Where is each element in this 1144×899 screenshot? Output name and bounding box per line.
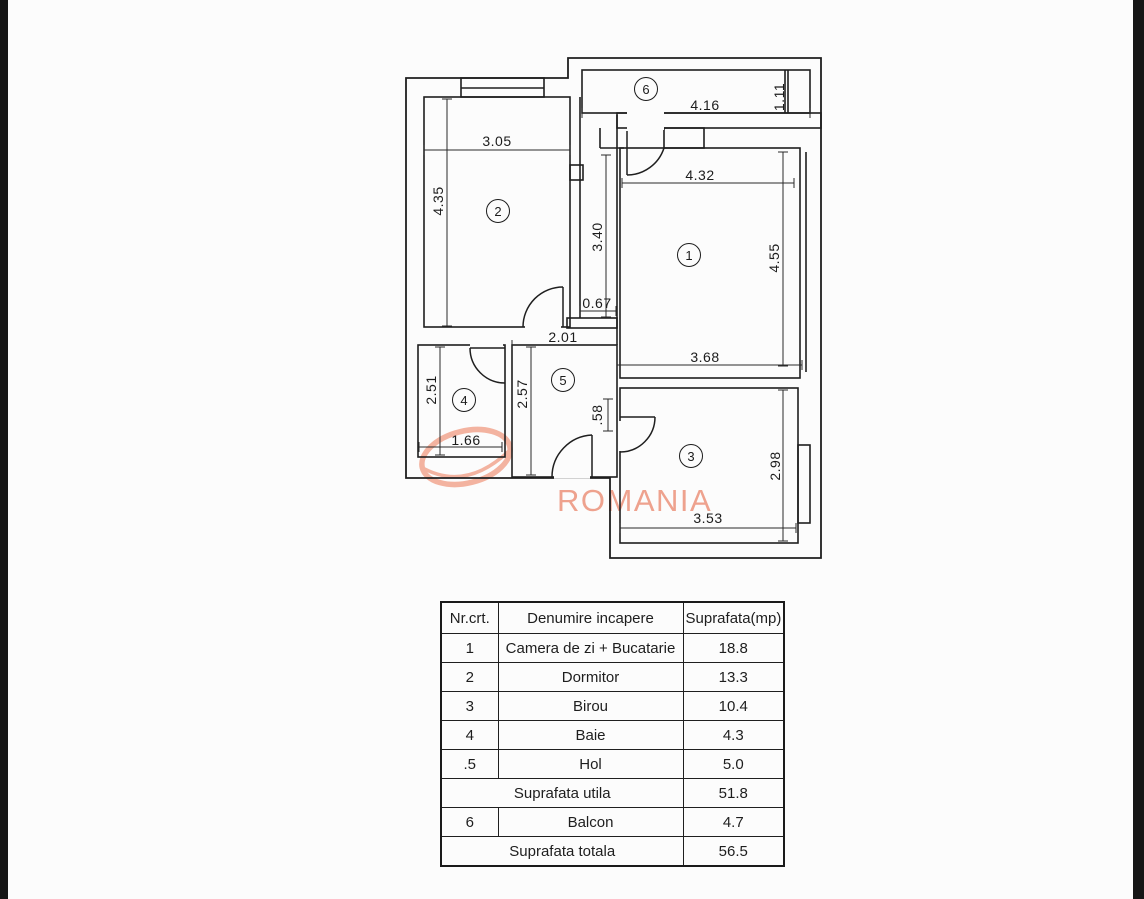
row-area: 18.8	[682, 633, 785, 663]
scan-edge-left	[0, 0, 8, 899]
row-nr: 4	[440, 720, 499, 750]
area-table: Nr.crt. Denumire incapere Suprafata(mp) …	[440, 601, 785, 867]
dim-label-3-05: 3.05	[482, 133, 512, 149]
inner-wall-lines	[461, 70, 807, 372]
row-area: 4.7	[682, 807, 785, 837]
subtotal-label: Suprafata utila	[440, 778, 684, 808]
row-area: 4.3	[682, 720, 785, 750]
dim-label-1-11: 1.11	[771, 82, 787, 112]
row-name: Camera de zi + Bucatarie	[497, 633, 684, 663]
row-nr: 3	[440, 691, 499, 721]
parapet-window	[663, 127, 705, 149]
room-1-walls	[619, 147, 801, 379]
dimension-lines	[418, 98, 811, 542]
door-arc-entry	[551, 434, 593, 478]
row-name: Baie	[497, 720, 684, 750]
header-name: Denumire incapere	[497, 601, 684, 634]
total-area: 56.5	[682, 836, 785, 867]
dim-label-0-58: .58	[589, 404, 605, 426]
room-2-window	[460, 77, 545, 98]
header-area: Suprafata(mp)	[682, 601, 785, 634]
row-name: Balcon	[497, 807, 684, 837]
dim-label-3-40: 3.40	[589, 222, 605, 252]
dim-label-0-67: 0.67	[582, 295, 612, 311]
row-name: Dormitor	[497, 662, 684, 692]
subtotal-row: Suprafata utila 51.8	[440, 778, 785, 808]
watermark-logo: ROMANIA	[419, 426, 712, 518]
row-nr: 6	[440, 807, 499, 837]
dim-label-2-51: 2.51	[423, 375, 439, 405]
dim-label-3-68: 3.68	[690, 349, 720, 365]
row-area: 10.4	[682, 691, 785, 721]
subtotal-area: 51.8	[682, 778, 785, 808]
dim-label-3-53: 3.53	[693, 510, 723, 526]
dim-label-2-57: 2.57	[514, 379, 530, 409]
door-openings	[470, 111, 664, 479]
dim-label-2-98: 2.98	[767, 451, 783, 481]
table-row: .5 Hol 5.0	[440, 749, 785, 779]
dim-label-4-35: 4.35	[430, 186, 446, 216]
door-arc-room3	[619, 416, 656, 453]
row-area: 13.3	[682, 662, 785, 692]
table-row: 1 Camera de zi + Bucatarie 18.8	[440, 633, 785, 663]
corridor-cap-wall	[566, 317, 618, 329]
row-nr: 2	[440, 662, 499, 692]
watermark-text: ROMANIA	[557, 483, 712, 518]
room-3-window	[797, 444, 811, 524]
table-row: 4 Baie 4.3	[440, 720, 785, 750]
row-area: 5.0	[682, 749, 785, 779]
table-row: 2 Dormitor 13.3	[440, 662, 785, 692]
dim-label-2-01: 2.01	[548, 329, 578, 345]
room-circle-2: 2	[486, 199, 510, 223]
row-nr: .5	[440, 749, 499, 779]
total-row: Suprafata totala 56.5	[440, 836, 785, 867]
room-4-walls	[417, 344, 506, 458]
header-nr: Nr.crt.	[440, 601, 499, 634]
door-arc-room4	[469, 347, 506, 384]
door-arc-balcony	[626, 147, 665, 176]
scan-edge-right	[1133, 0, 1144, 899]
table-row: 3 Birou 10.4	[440, 691, 785, 721]
row-nr: 1	[440, 633, 499, 663]
room-circle-3: 3	[679, 444, 703, 468]
row-name: Hol	[497, 749, 684, 779]
room-circle-5: 5	[551, 368, 575, 392]
dim-label-4-55: 4.55	[766, 243, 782, 273]
walls	[417, 69, 822, 544]
table-header-row: Nr.crt. Denumire incapere Suprafata(mp)	[440, 601, 785, 634]
room-circle-4: 4	[452, 388, 476, 412]
room-circle-1: 1	[677, 243, 701, 267]
outer-wall	[405, 57, 822, 559]
room-circle-6: 6	[634, 77, 658, 101]
wall-jog	[569, 164, 584, 181]
door-arc-room2	[522, 286, 564, 328]
doors	[469, 131, 665, 478]
total-label: Suprafata totala	[440, 836, 684, 867]
dim-label-1-66: 1.66	[451, 432, 481, 448]
dim-label-4-32: 4.32	[685, 167, 715, 183]
row-name: Birou	[497, 691, 684, 721]
dim-label-4-16: 4.16	[690, 97, 720, 113]
table-row: 6 Balcon 4.7	[440, 807, 785, 837]
